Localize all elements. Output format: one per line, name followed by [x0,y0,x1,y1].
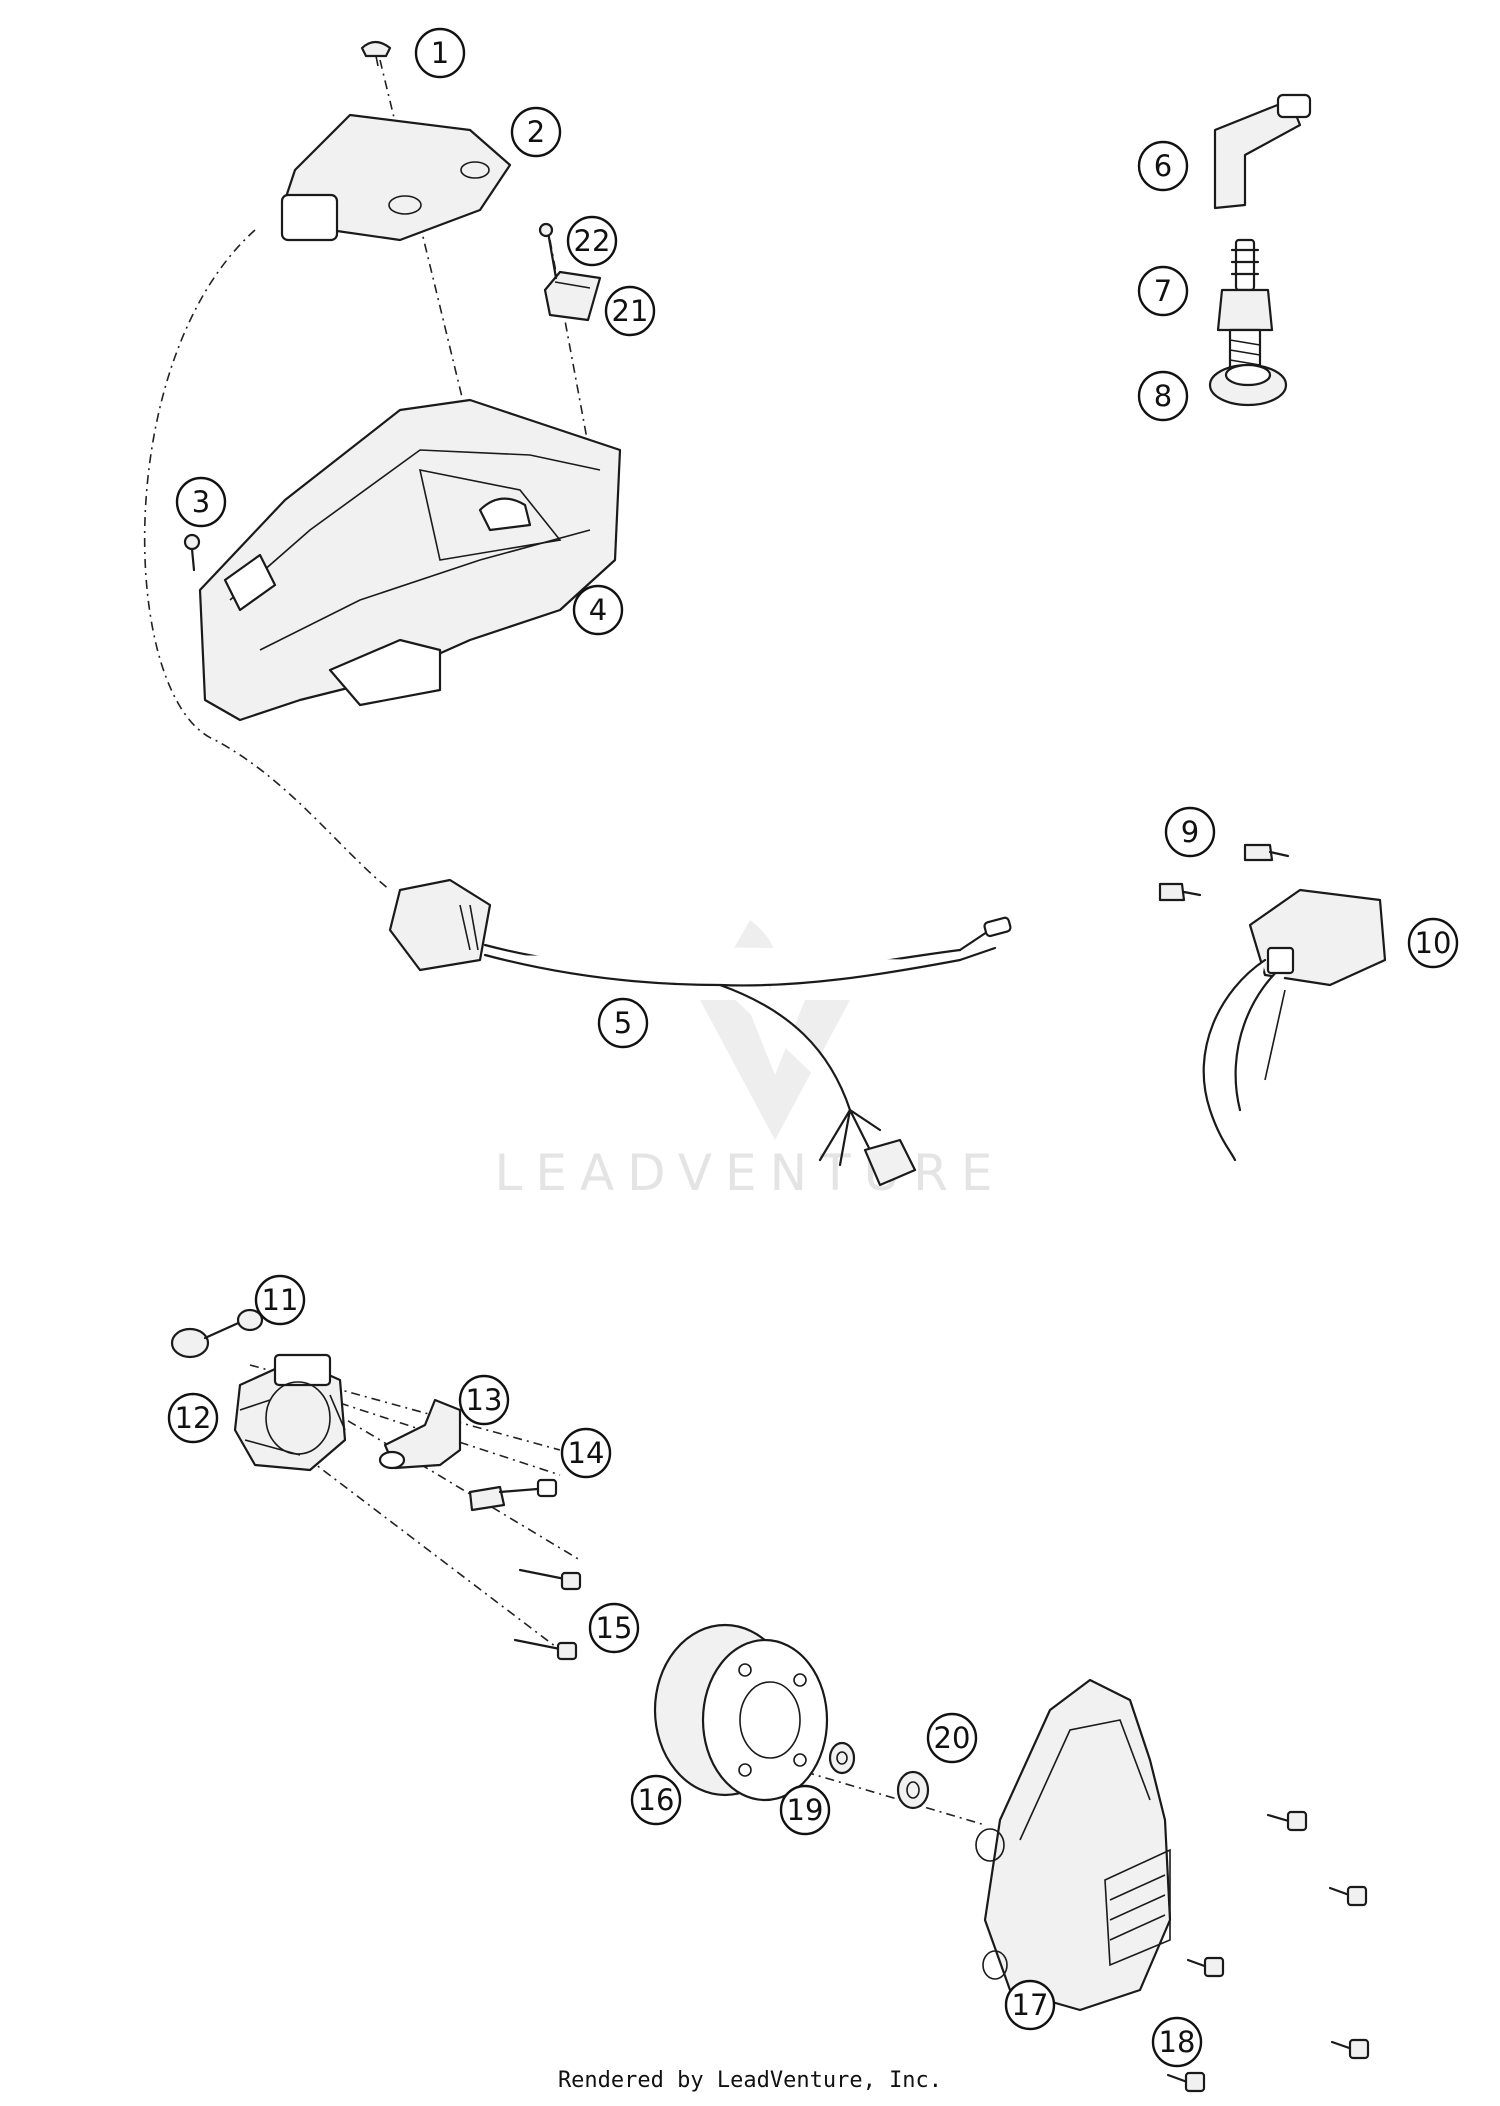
callout-6: 6 [1137,140,1189,192]
part-7-spark-plug [1216,238,1274,374]
callout-label-19: 19 [787,1793,824,1827]
callout-label-6: 6 [1154,149,1172,183]
callout-10: 10 [1407,917,1459,969]
part-17-ignition-cover [975,1678,1172,2012]
part-6-spark-plug-cap [1213,93,1312,210]
callout-14: 14 [560,1427,612,1479]
callout-22: 22 [566,215,618,267]
part-12-stator [233,1353,347,1472]
callout-label-7: 7 [1154,274,1172,308]
part-19-washer [828,1741,856,1775]
part-4-holder [198,398,622,722]
callout-13: 13 [458,1374,510,1426]
callout-16: 16 [630,1774,682,1826]
callout-5: 5 [597,997,649,1049]
callout-3: 3 [175,476,227,528]
callout-7: 7 [1137,265,1189,317]
callout-label-15: 15 [596,1611,633,1645]
callout-17: 17 [1004,1979,1056,2031]
callout-label-17: 17 [1012,1988,1049,2022]
callout-label-13: 13 [466,1383,503,1417]
part-13-bracket [378,1398,462,1470]
part-3-screw [183,533,201,572]
part-2-control-unit [280,113,512,242]
callout-label-14: 14 [568,1436,605,1470]
part-20-nut [896,1770,930,1810]
callout-label-11: 11 [262,1283,299,1317]
part-1-screw [360,40,392,67]
callout-label-8: 8 [1154,379,1172,413]
callout-15: 15 [588,1602,640,1654]
part-11-link [170,1308,264,1359]
part-9-screws [1158,843,1290,902]
callout-label-1: 1 [431,36,449,70]
part-10-ignition-coil [1202,888,1387,1162]
callout-label-2: 2 [527,115,545,149]
callout-1: 1 [414,27,466,79]
callout-label-16: 16 [638,1783,675,1817]
callout-label-9: 9 [1181,815,1199,849]
part-18-screws [1166,1810,1370,2093]
watermark-text: LEADVENTURE [495,1144,1006,1202]
callout-label-5: 5 [614,1006,632,1040]
callout-label-4: 4 [589,593,607,627]
callout-2: 2 [510,106,562,158]
callout-19: 19 [779,1784,831,1836]
watermark-logo-icon [700,1000,850,1140]
callout-label-3: 3 [192,485,210,519]
callout-label-21: 21 [612,294,649,328]
part-16-flywheel [653,1623,829,1802]
callout-21: 21 [604,285,656,337]
callout-9: 9 [1164,806,1216,858]
callout-12: 12 [167,1392,219,1444]
part-21-rubber-holder [543,270,602,322]
leader-lines [143,59,986,1826]
callout-20: 20 [926,1712,978,1764]
callout-4: 4 [572,584,624,636]
part-22-screw [538,222,558,280]
part-5-wiring-harness [388,878,1012,1187]
callout-label-20: 20 [934,1721,971,1755]
callout-11: 11 [254,1274,306,1326]
part-15-screws [513,1568,582,1661]
callout-label-12: 12 [175,1401,212,1435]
callout-18: 18 [1151,2016,1203,2068]
part-8-sealing-ring [1208,363,1288,407]
part-14-screw [468,1478,558,1512]
footer-credit: Rendered by LeadVenture, Inc. [557,2068,943,2093]
callout-label-10: 10 [1415,926,1452,960]
callout-8: 8 [1137,370,1189,422]
callout-label-18: 18 [1159,2025,1196,2059]
callout-label-22: 22 [574,224,611,258]
